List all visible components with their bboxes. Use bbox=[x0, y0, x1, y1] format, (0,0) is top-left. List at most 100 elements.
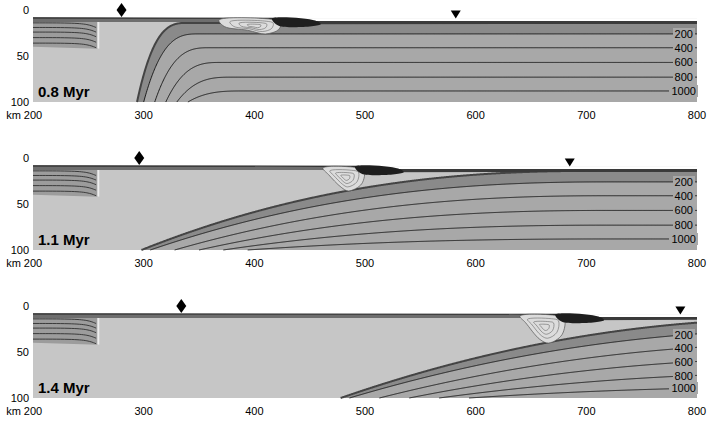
block-layer-line bbox=[33, 171, 96, 176]
plate-upper-layer bbox=[341, 323, 697, 398]
tongue-swirl bbox=[330, 170, 359, 187]
triangle-marker bbox=[565, 159, 575, 167]
subducting-plate bbox=[341, 319, 697, 398]
sea bbox=[33, 158, 697, 166]
isotherm-line bbox=[379, 347, 697, 398]
continental-block bbox=[33, 18, 98, 48]
sea-right bbox=[359, 166, 697, 169]
mantle bbox=[33, 166, 697, 250]
distance-tick-label: 200 bbox=[24, 109, 42, 121]
isotherm-label: 1000 bbox=[669, 233, 697, 245]
depth-tick-label: 100 bbox=[11, 392, 29, 404]
distance-tick-label: 800 bbox=[688, 109, 706, 121]
distance-tick-label: 500 bbox=[356, 257, 374, 269]
oceanic-crust bbox=[382, 169, 697, 172]
depth-tick-label: 50 bbox=[17, 198, 29, 210]
slab-surface bbox=[341, 323, 697, 398]
tongue-swirl bbox=[230, 20, 274, 31]
tongue-swirl bbox=[527, 318, 559, 338]
accretion-tongue bbox=[219, 18, 281, 34]
distance-tick-label: 200 bbox=[24, 405, 42, 417]
sea bbox=[33, 306, 697, 314]
isotherm-line bbox=[175, 196, 697, 250]
isotherm-label: 200 bbox=[673, 329, 695, 341]
sediment-patch bbox=[355, 165, 404, 175]
axis-unit: km bbox=[6, 257, 21, 269]
distance-tick-label: 300 bbox=[134, 257, 152, 269]
isotherm-label: 1000 bbox=[669, 85, 697, 97]
sea-right bbox=[276, 18, 697, 21]
distance-tick-label: 800 bbox=[688, 257, 706, 269]
isotherm-label: 400 bbox=[673, 342, 695, 354]
distance-tick-label: 300 bbox=[134, 109, 152, 121]
time-label: 1.1 Myr bbox=[36, 231, 92, 248]
tongue-swirl bbox=[534, 321, 554, 334]
slab-surface bbox=[141, 171, 697, 250]
overriding-crust bbox=[33, 166, 359, 170]
block-layer-line bbox=[33, 175, 96, 180]
depth-tick-label: 50 bbox=[17, 346, 29, 358]
block-layer-line bbox=[33, 334, 96, 339]
isotherm-label: 400 bbox=[673, 42, 695, 54]
distance-tick-label: 700 bbox=[577, 405, 595, 417]
overriding-crust-top bbox=[33, 165, 359, 167]
isotherm-label: 600 bbox=[673, 356, 695, 368]
isotherm-line bbox=[150, 182, 697, 250]
isotherm-label: 600 bbox=[673, 56, 695, 68]
distance-tick-label: 200 bbox=[24, 257, 42, 269]
block-edge bbox=[97, 169, 99, 197]
slab-surface bbox=[137, 23, 697, 102]
sea bbox=[33, 10, 697, 18]
sediment-patch bbox=[272, 17, 321, 27]
diamond-marker bbox=[176, 299, 186, 313]
block-layer-line bbox=[33, 180, 96, 185]
block-layer-line bbox=[33, 38, 96, 43]
axis-unit: km bbox=[6, 109, 21, 121]
tongue-swirl bbox=[335, 172, 354, 183]
isotherm-line bbox=[223, 225, 697, 250]
diamond-marker bbox=[134, 151, 144, 165]
axis-unit: km bbox=[6, 405, 21, 417]
distance-tick-label: 500 bbox=[356, 405, 374, 417]
distance-tick-label: 700 bbox=[577, 257, 595, 269]
distance-tick-label: 400 bbox=[245, 405, 263, 417]
distance-tick-label: 400 bbox=[245, 257, 263, 269]
block-layer-line bbox=[33, 27, 96, 32]
tongue-swirl bbox=[247, 24, 261, 28]
distance-tick-label: 600 bbox=[466, 257, 484, 269]
isotherm-label: 200 bbox=[673, 176, 695, 188]
block-layer-line bbox=[33, 339, 96, 344]
triangle-marker bbox=[451, 11, 461, 19]
sediment-patch bbox=[555, 313, 604, 323]
block-layer-line bbox=[33, 191, 96, 196]
distance-tick-label: 400 bbox=[245, 109, 263, 121]
distance-tick-label: 600 bbox=[466, 109, 484, 121]
isotherm-line bbox=[155, 48, 697, 102]
time-label: 1.4 Myr bbox=[36, 379, 92, 396]
block-layer-line bbox=[33, 43, 96, 48]
depth-tick-label: 0 bbox=[23, 4, 29, 16]
isotherm-line bbox=[439, 375, 697, 398]
model-panel bbox=[33, 299, 697, 398]
distance-tick-label: 600 bbox=[466, 405, 484, 417]
isotherm-line bbox=[188, 91, 697, 102]
depth-tick-label: 100 bbox=[11, 96, 29, 108]
plate-upper-layer bbox=[137, 23, 697, 102]
isotherm-line bbox=[144, 34, 697, 102]
depth-tick-label: 50 bbox=[17, 50, 29, 62]
tongue-swirl bbox=[341, 175, 350, 180]
distance-tick-label: 700 bbox=[577, 109, 595, 121]
tongue-swirl bbox=[239, 22, 267, 29]
isotherm-line bbox=[248, 239, 697, 250]
block-layer-line bbox=[33, 186, 96, 191]
model-panel bbox=[33, 3, 697, 102]
model-panel bbox=[33, 151, 697, 250]
isotherm-label: 800 bbox=[673, 370, 695, 382]
block-edge bbox=[97, 317, 99, 345]
isotherm-line bbox=[166, 62, 697, 102]
isotherm-label: 1000 bbox=[669, 382, 697, 394]
overriding-crust bbox=[33, 314, 560, 318]
block-layer-line bbox=[33, 323, 96, 328]
